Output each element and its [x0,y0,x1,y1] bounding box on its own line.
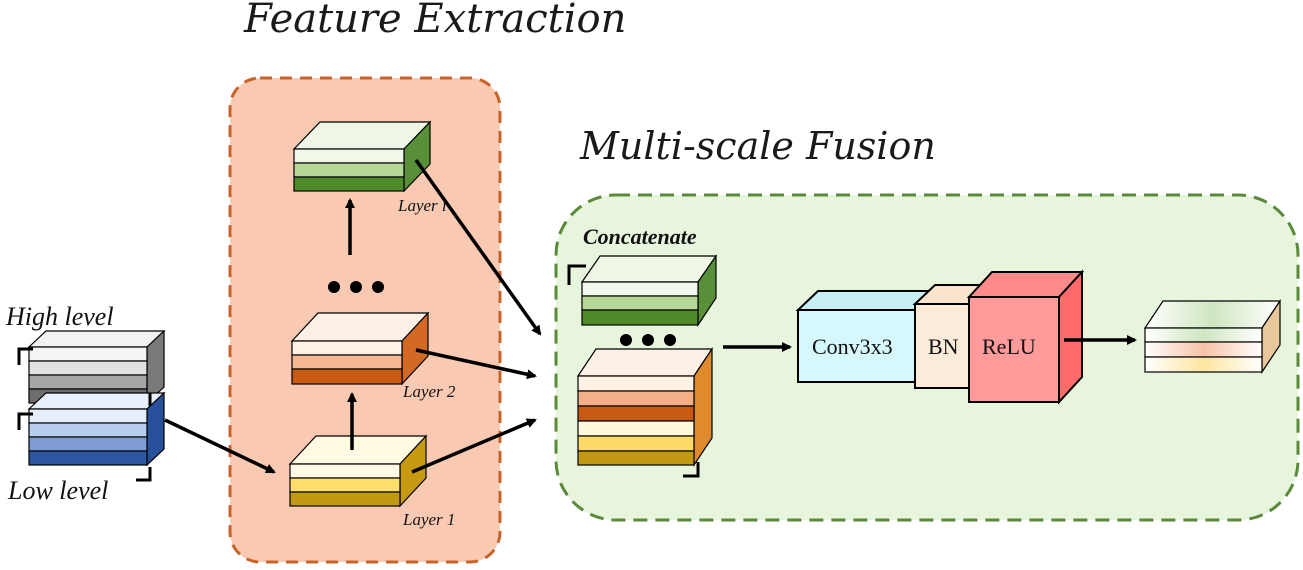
concat-green-stack [580,254,718,327]
concat-bracket-bottom [683,462,700,478]
concat-ellipsis-dot [664,334,676,346]
output-feature-stack [1143,299,1282,374]
layer-i-label: Layer i [398,196,447,215]
high-level-bracket [17,347,33,365]
ellipsis-dot [328,281,340,293]
arrow-layeri-to-concat [414,158,542,336]
concat-orange-yellow-stack [576,347,714,467]
high-level-feature-stack [27,329,166,405]
layer-2-label: Layer 2 [403,382,456,401]
layer-i-stack [292,120,432,193]
relu-block [966,269,1085,405]
bn-block [912,284,992,389]
concat-bracket-top [567,264,586,285]
concat-ellipsis-dot [642,334,654,346]
multi-scale-fusion-title: Multi-scale Fusion [580,124,936,168]
low-level-feature-stack [27,391,166,467]
low-level-bracket [17,412,33,430]
arrow-layer1-to-concat [411,418,537,474]
ellipsis-dot [350,281,362,293]
low-level-label: Low level [8,476,109,505]
layer-1-label: Layer 1 [403,510,456,529]
arrow-layer2-to-concat [415,348,537,380]
layer-2-stack [290,311,430,386]
high-level-label: High level [6,302,114,331]
concat-ellipsis-dot [620,334,632,346]
layer-1-stack [288,434,428,508]
ellipsis-dot [372,281,384,293]
conv3x3-label: Conv3x3 [812,334,893,359]
arrow-input-to-layer1 [164,418,276,474]
relu-label: ReLU [982,334,1036,359]
low-level-bracket-end [136,467,152,482]
bn-label: BN [928,334,959,359]
feature-extraction-title: Feature Extraction [244,0,627,42]
concatenate-label: Concatenate [583,224,697,249]
